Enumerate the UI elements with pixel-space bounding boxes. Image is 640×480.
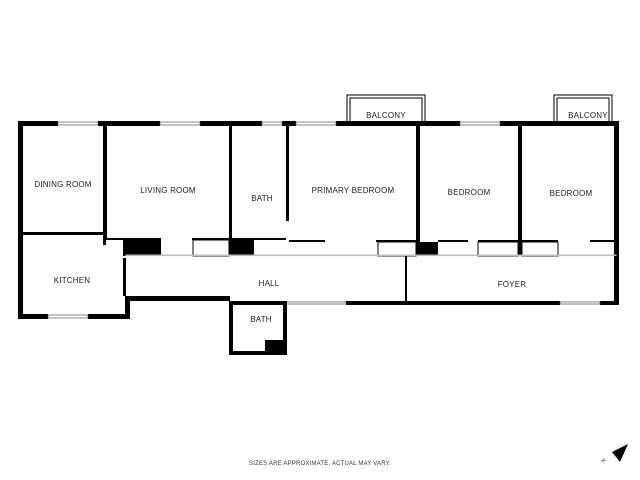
room-label-bedroom-2: BEDROOM — [550, 189, 593, 198]
room-label-foyer: FOYER — [498, 280, 527, 289]
disclaimer-text: SIZES ARE APPROXIMATE, ACTUAL MAY VARY. — [249, 461, 391, 467]
room-label-bath-2: BATH — [250, 315, 272, 324]
windows — [47, 121, 601, 319]
interior-walls — [18, 121, 617, 355]
room-label-living-room: LIVING ROOM — [140, 186, 196, 195]
room-label-dining-room: DINING ROOM — [34, 180, 91, 189]
room-label-bedroom: BEDROOM — [448, 188, 491, 197]
north-arrow-icon: N — [601, 444, 628, 464]
room-label-bath: BATH — [251, 194, 273, 203]
room-label-hall: HALL — [259, 279, 280, 288]
room-label-balcony-2: BALCONY — [568, 111, 608, 120]
room-label-primary-bedroom: PRIMARY BEDROOM — [312, 186, 395, 195]
compass-label: N — [601, 458, 608, 464]
room-label-balcony: BALCONY — [366, 111, 406, 120]
room-label-kitchen: KITCHEN — [54, 276, 91, 285]
outer-walls — [18, 121, 619, 319]
